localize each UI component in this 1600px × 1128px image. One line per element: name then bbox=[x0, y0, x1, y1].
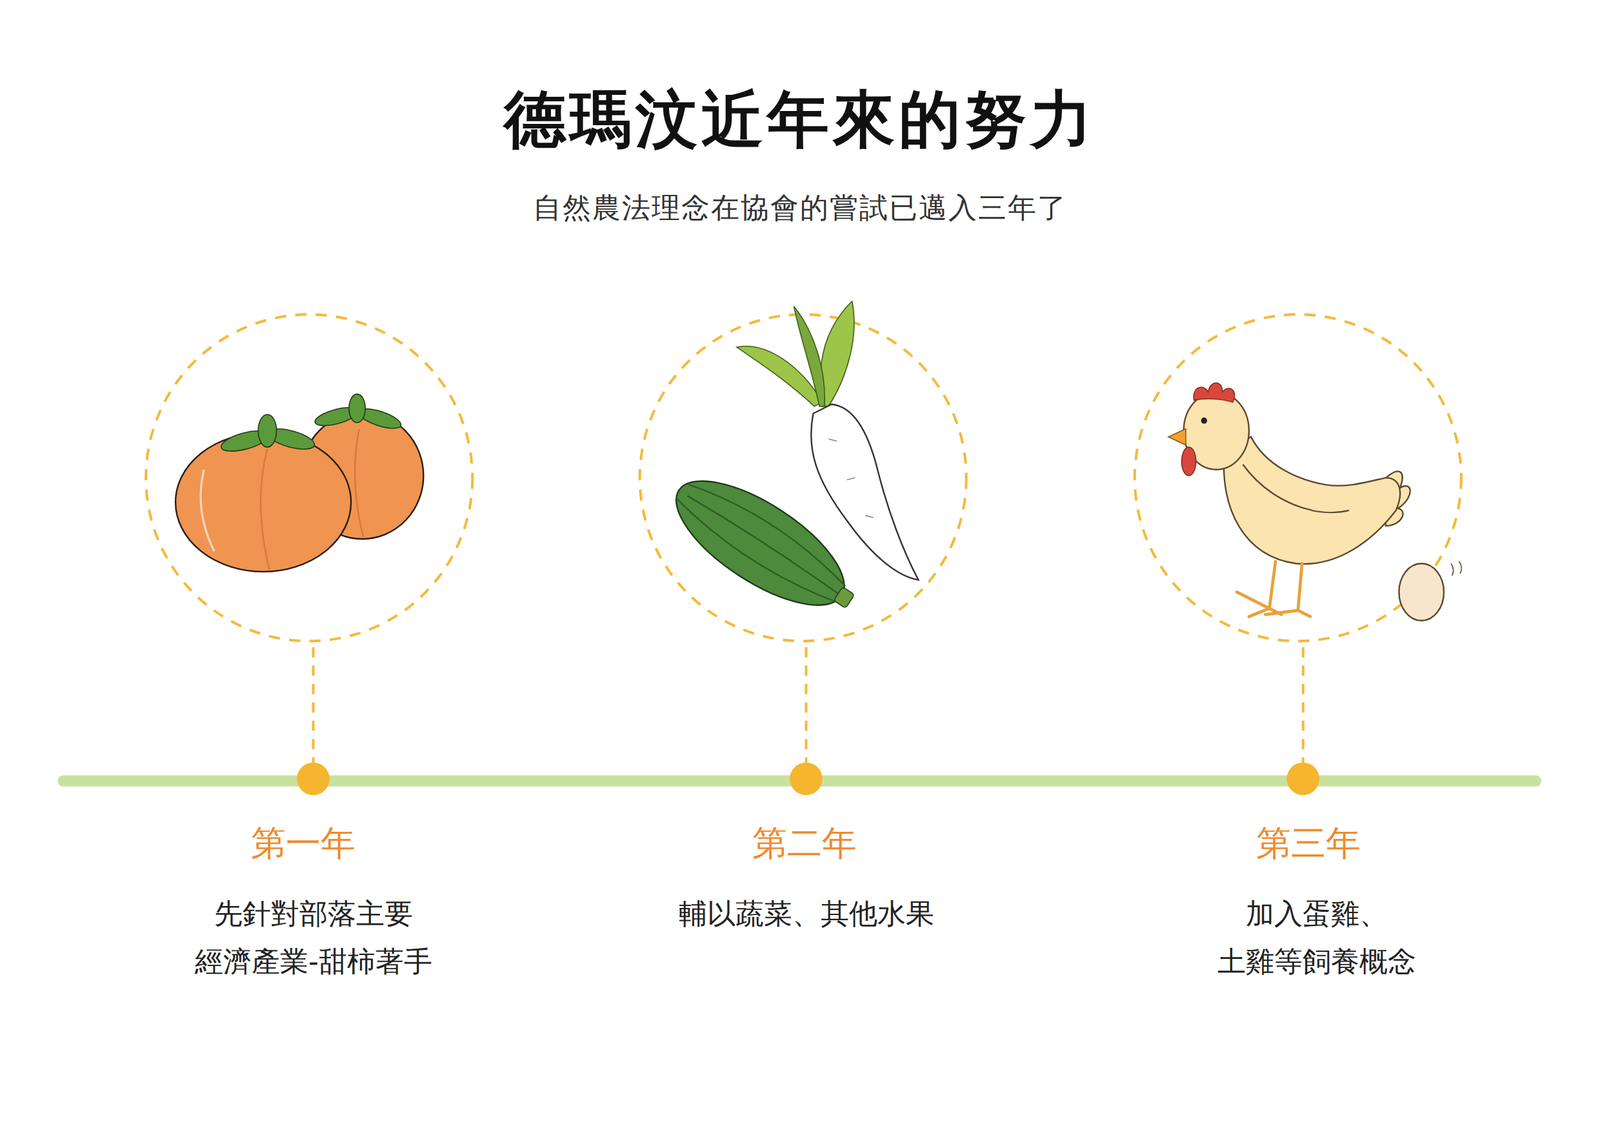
calyx-leaf bbox=[349, 394, 366, 423]
timeline-dot bbox=[1286, 762, 1320, 796]
persimmon bbox=[175, 432, 351, 572]
year-label: 第二年 bbox=[752, 822, 857, 865]
chicken-wattle bbox=[1181, 447, 1197, 476]
year-label: 第三年 bbox=[1256, 822, 1361, 865]
chicken-beak bbox=[1168, 428, 1186, 445]
chicken-eye bbox=[1201, 417, 1208, 424]
chicken-wing bbox=[1242, 464, 1349, 513]
dashed-circle bbox=[640, 314, 967, 641]
description: 加入蛋雞、 土雞等飼養概念 bbox=[1167, 889, 1466, 986]
timeline-dot bbox=[789, 762, 823, 796]
chicken-legs bbox=[1236, 561, 1311, 617]
description: 先針對部落主要 經濟產業-甜柿著手 bbox=[164, 889, 463, 986]
zucchini-stripes bbox=[670, 473, 851, 611]
dashed-circle bbox=[1134, 314, 1462, 641]
dashed-circle bbox=[145, 314, 473, 641]
radish-leaf bbox=[794, 306, 826, 407]
vegetables bbox=[658, 301, 919, 635]
radish bbox=[810, 403, 919, 580]
radish-marks bbox=[828, 438, 874, 518]
chicken bbox=[1168, 382, 1462, 621]
radish-leaf bbox=[820, 301, 855, 407]
leader-line bbox=[312, 647, 315, 764]
persimmon-crease bbox=[354, 428, 364, 537]
calyx-leaf bbox=[258, 414, 277, 448]
timeline-dot bbox=[296, 762, 330, 796]
persimmons bbox=[175, 394, 424, 572]
egg bbox=[1398, 563, 1444, 621]
description: 輔以蔬菜、其他水果 bbox=[657, 889, 956, 938]
motion-marks bbox=[1450, 561, 1462, 576]
persimmon-shine bbox=[200, 469, 215, 552]
leader-line bbox=[805, 647, 808, 764]
persimmon-crease bbox=[260, 449, 270, 570]
leader-line bbox=[1301, 647, 1305, 764]
chicken-body bbox=[1223, 436, 1400, 564]
year-label: 第一年 bbox=[250, 822, 356, 865]
chicken-comb bbox=[1193, 382, 1235, 402]
subtitle: 自然農法理念在協會的嘗試已邁入三年了 bbox=[532, 190, 1068, 226]
zucchini-stem bbox=[833, 586, 855, 608]
calyx bbox=[219, 394, 404, 456]
title: 德瑪汶近年來的努力 bbox=[503, 81, 1097, 157]
timeline bbox=[63, 314, 1536, 795]
